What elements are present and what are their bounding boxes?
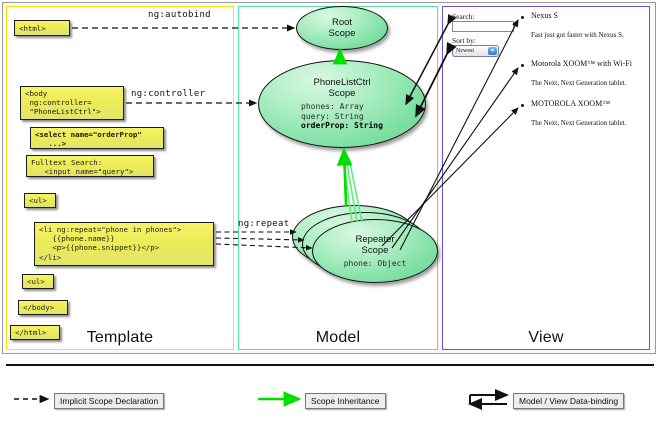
code-box-html-close: </html> <box>10 325 60 340</box>
panel-template-label: Template <box>86 329 154 346</box>
connector-label-ng-controller: ng:controller <box>131 89 206 99</box>
view-search-label: Search: <box>452 12 475 21</box>
view-search-input[interactable] <box>452 21 514 32</box>
panel-model: Model <box>238 6 438 350</box>
bullet-icon <box>521 104 524 107</box>
scope-repeater-title-2: Scope <box>361 244 389 256</box>
scope-phonelistctrl-title-2: Scope <box>328 88 356 100</box>
scope-prop-phones: phones: Array <box>301 102 364 112</box>
legend-marker-double-arrow <box>468 389 509 410</box>
connector-label-ng-repeat: ng:repeat <box>238 219 290 229</box>
panel-model-label: Model <box>315 329 361 346</box>
scope-repeater-title-1: Repeater <box>355 233 395 245</box>
scope-prop-query: query: String <box>301 111 364 121</box>
bullet-icon <box>521 64 524 67</box>
code-box-ul-open: <ul> <box>24 193 56 208</box>
view-phone-snippet-1: The Next, Next Generation tablet. <box>531 79 627 87</box>
code-box-html-open: <html> <box>14 20 70 36</box>
scope-phonelistctrl-title-1: PhoneListCtrl <box>313 77 371 89</box>
view-phone-name-0: Nexus S <box>531 11 558 20</box>
view-phone-name-2: MOTOROLA XOOM™ <box>531 99 611 108</box>
connector-label-ng-autobind: ng:autobind <box>148 10 211 20</box>
panel-template: Template <box>6 6 234 350</box>
scope-repeater-props: phone: Object <box>344 259 407 268</box>
view-sort-label: Sort by: <box>452 36 476 45</box>
view-phone-name-1: Motorola XOOM™ with Wi-Fi <box>531 59 632 68</box>
panel-view-label: View <box>528 329 564 346</box>
legend-item-implicit-scope-declaration: Implicit Scope Declaration <box>54 393 165 409</box>
scope-repeater: Repeater Scope phone: Object <box>312 219 438 283</box>
scope-root-title-1: Root <box>331 17 353 28</box>
legend-item-scope-inheritance: Scope Inheritance <box>305 393 386 409</box>
legend-item-model-view-data-binding: Model / View Data-binding <box>513 393 625 409</box>
chevron-down-icon[interactable]: ▾ <box>488 47 497 55</box>
scope-root-title-2: Scope <box>328 28 356 39</box>
scope-prop-phone: phone: Object <box>343 258 407 268</box>
bullet-icon <box>521 16 524 19</box>
code-box-ul-close: <ul> <box>22 274 54 289</box>
scope-phonelistctrl: PhoneListCtrl Scope phones: Array query:… <box>258 60 426 148</box>
code-box-select-orderprop: <select name="orderProp" ...> <box>30 127 164 149</box>
legend-divider <box>6 364 654 366</box>
scope-phonelistctrl-props: phones: Array query: String orderProp: S… <box>301 102 383 130</box>
view-sort-select[interactable]: Newest ▾ <box>452 45 499 57</box>
scope-prop-orderprop: orderProp: String <box>301 121 383 131</box>
view-sort-select-value: Newest <box>456 48 474 54</box>
code-box-body-close: </body> <box>18 300 68 315</box>
code-box-body-open: <body ng:controller= "PhoneListCtrl"> <box>20 86 124 120</box>
scope-root: Root Scope <box>296 6 388 50</box>
code-box-li-repeat: <li ng:repeat="phone in phones"> {{phone… <box>34 222 214 266</box>
view-phone-snippet-2: The Next, Next Generation tablet. <box>531 119 627 127</box>
view-phone-snippet-0: Fast just got faster with Nexus S. <box>531 31 624 39</box>
panel-view: View <box>442 6 650 350</box>
code-box-fulltext-search: Fulltext Search: <input name="query"> <box>26 155 154 177</box>
